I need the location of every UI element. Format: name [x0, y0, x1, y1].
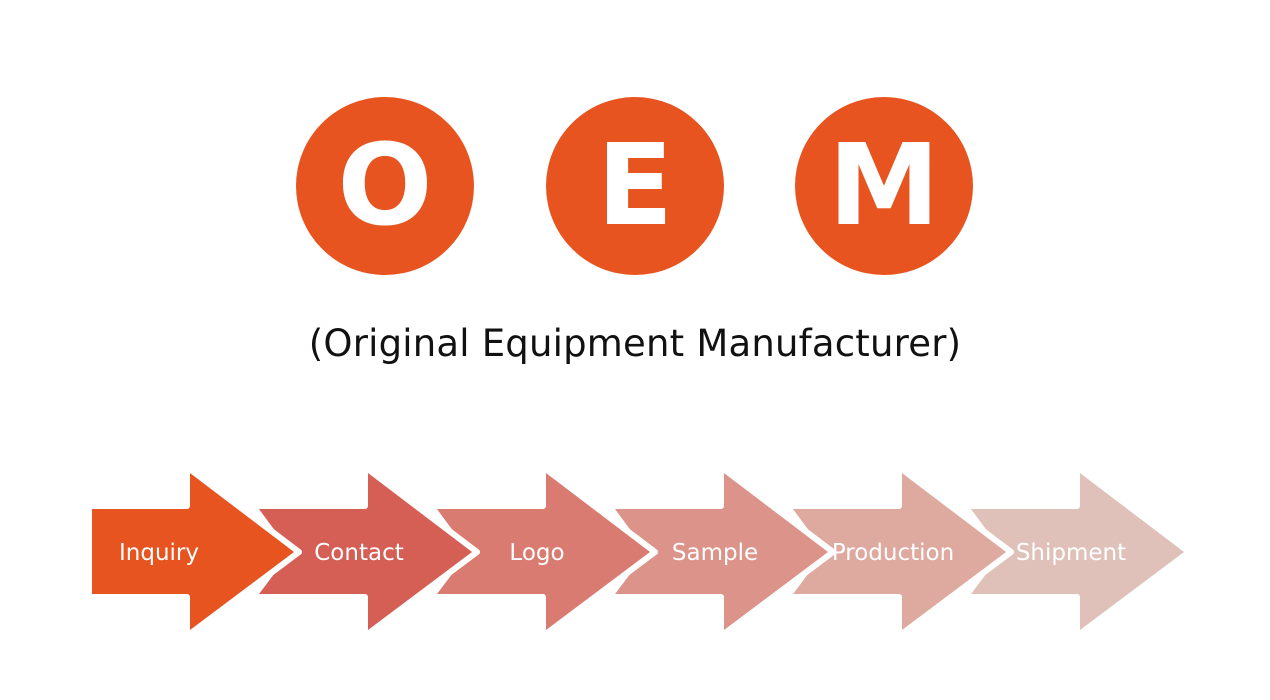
process-step-label: Logo: [509, 540, 564, 566]
letter-circle-e: E: [546, 97, 724, 275]
process-step-label: Shipment: [1016, 540, 1126, 566]
process-step-label: Production: [832, 540, 954, 566]
letter-circle-o: O: [296, 97, 474, 275]
subtitle: (Original Equipment Manufacturer): [308, 322, 962, 365]
letter-m: M: [828, 121, 940, 251]
process-arrow: [86, 464, 302, 639]
letter-o: O: [337, 121, 433, 251]
process-step-inquiry: Inquiry: [86, 464, 302, 639]
process-step-label: Sample: [672, 540, 758, 566]
letter-e: E: [596, 121, 674, 251]
process-step-label: Inquiry: [119, 540, 199, 566]
letter-circle-m: M: [795, 97, 973, 275]
process-step-label: Contact: [314, 540, 403, 566]
